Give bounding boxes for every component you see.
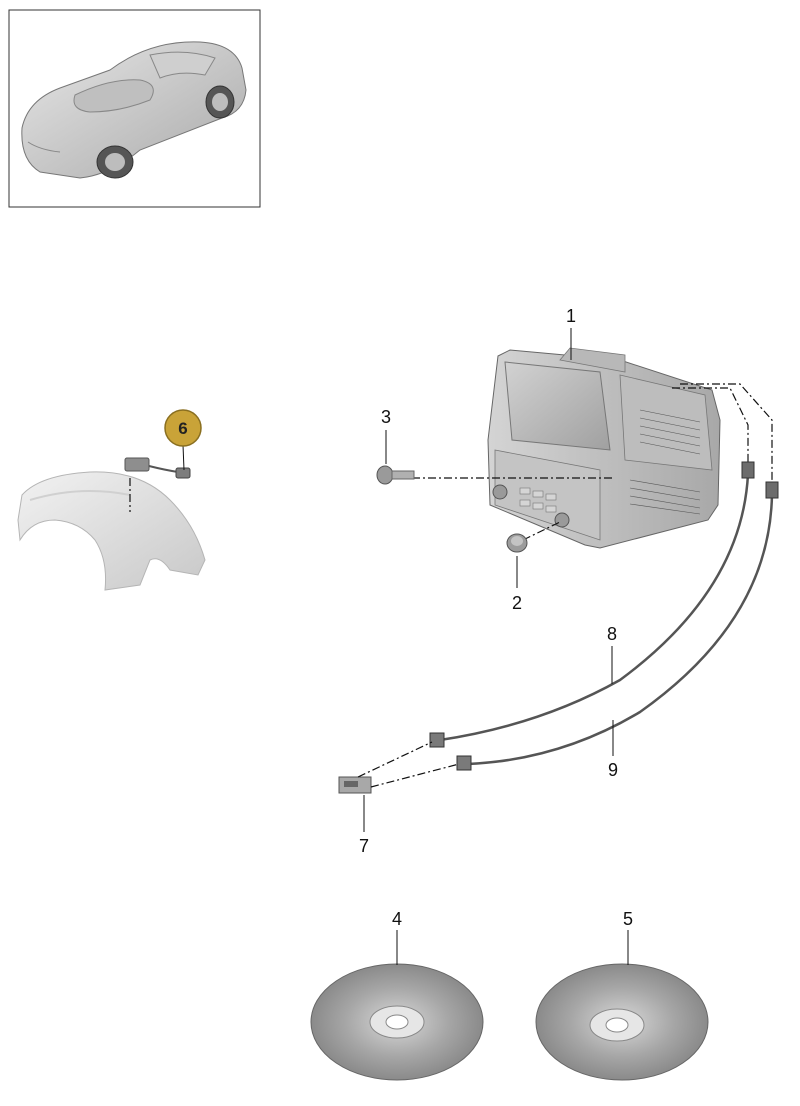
cable-9-icon [456,481,779,771]
knob-icon [506,533,528,553]
highlight-badge [164,409,202,447]
callout-3: 3 [381,407,391,427]
microphone-icon [124,457,191,479]
screw-icon [376,465,415,485]
callout-5: 5 [623,909,633,929]
cable-8-icon [429,461,755,748]
callout-1: 1 [566,306,576,326]
usb-connector-icon [338,776,372,794]
part-6-group: 6 [17,409,206,591]
callout-9: 9 [608,760,618,780]
head-unit-icon [487,347,721,549]
callout-6: 6 [178,419,187,438]
callout-7: 7 [359,836,369,856]
callout-2: 2 [512,593,522,613]
callout-8: 8 [607,624,617,644]
steering-column-trim-icon [17,471,206,591]
car-thumbnail [8,9,261,208]
car-thumbnail-icon [21,41,247,179]
disc-4-icon [310,963,484,1081]
callout-4: 4 [392,909,402,929]
disc-5-icon [535,963,709,1081]
cable-leaders [412,383,773,541]
